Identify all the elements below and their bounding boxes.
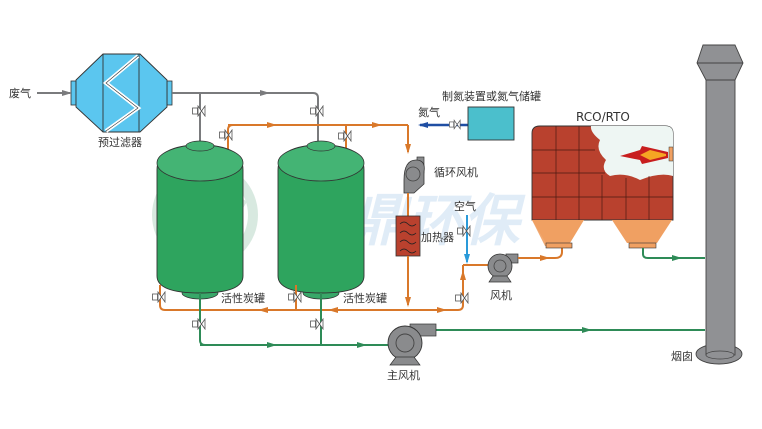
label-nitrogen: 氮气 [418,106,440,119]
valve-1 [192,105,206,117]
label-carbon-tank-2: 活性炭罐 [343,292,387,305]
main-fan [387,323,437,366]
label-waste-gas: 废气 [9,87,31,100]
valve-2 [310,105,324,117]
valve-3 [219,129,233,141]
label-chimney: 烟囱 [671,350,693,363]
label-heater: 加热器 [421,231,454,244]
pre-filter [70,53,173,133]
label-pre-filter: 预过滤器 [98,136,142,149]
pipe-orange-bottom [159,285,408,311]
label-main-fan: 主风机 [387,369,420,382]
valve-10 [455,292,469,304]
circulation-fan [403,156,425,194]
nitrogen-device [467,106,515,141]
label-carbon-tank-1: 活性炭罐 [221,292,265,305]
valve-6 [288,291,302,303]
label-fan: 风机 [490,289,512,302]
valve-5 [152,291,166,303]
carbon-tank-2 [277,140,365,300]
valve-7 [192,318,206,330]
label-rco-rto: RCO/RTO [576,110,630,124]
heater [395,215,421,257]
label-air: 空气 [454,200,476,213]
fan [487,253,519,283]
chimney [695,44,744,365]
label-nitrogen-device: 制氮装置或氮气储罐 [442,90,541,103]
valve-4 [338,130,352,142]
label-circ-fan: 循环风机 [434,166,478,179]
rco-rto-unit [531,125,674,249]
carbon-tank-1 [156,140,244,300]
